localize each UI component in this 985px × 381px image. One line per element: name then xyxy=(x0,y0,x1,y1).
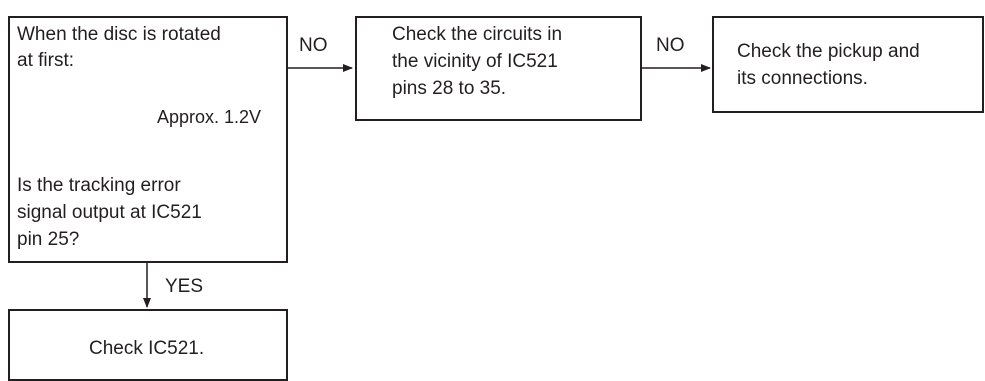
check-circuits-text-line-3: pins 28 to 35. xyxy=(392,78,507,99)
check-pickup-text-line-2: its connections. xyxy=(737,68,868,89)
condition-text-line-4: signal output at IC521 xyxy=(17,202,202,223)
no-label-2: NO xyxy=(656,35,685,56)
amplitude-label: Approx. 1.2V xyxy=(157,107,262,127)
check-pickup-text-line-1: Check the pickup and xyxy=(737,41,920,62)
check-pickup-box xyxy=(712,16,984,113)
check-circuits-box xyxy=(355,16,642,121)
condition-text-line-3: Is the tracking error xyxy=(17,175,181,196)
check-circuits-text-line-2: the vicinity of IC521 xyxy=(392,51,558,72)
no-label-1: NO xyxy=(299,35,328,56)
condition-text-line-5: pin 25? xyxy=(17,229,80,250)
check-ic-text: Check IC521. xyxy=(89,338,205,359)
condition-text-line-1: When the disc is rotated xyxy=(17,24,221,45)
condition-text-line-2: at first: xyxy=(17,50,75,71)
yes-label: YES xyxy=(165,276,204,297)
check-circuits-text-line-1: Check the circuits in xyxy=(392,24,563,45)
condition-box xyxy=(8,16,288,263)
